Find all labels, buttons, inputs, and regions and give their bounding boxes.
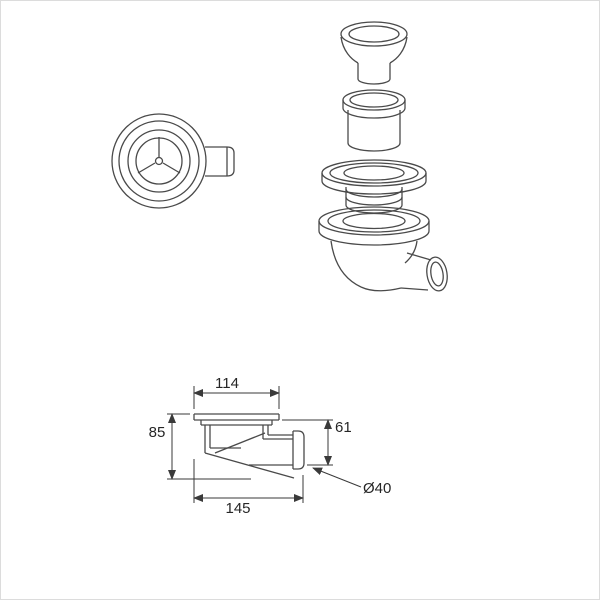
strainer-spokes	[137, 137, 181, 174]
top-view	[111, 113, 235, 209]
side-view	[193, 413, 305, 479]
dimension-length-bottom: 145	[193, 459, 304, 517]
outlet-spigot	[249, 430, 305, 470]
trap-body	[318, 206, 448, 292]
dimension-height-left: 85	[149, 413, 251, 480]
dimension-outlet-diameter: Ø40	[312, 467, 391, 497]
exploded-view	[318, 21, 448, 292]
inner-cylinder	[342, 89, 406, 152]
dim-label-height-right: 61	[335, 419, 352, 436]
threaded-collar	[321, 159, 427, 214]
side-outlet-plan	[205, 146, 235, 177]
dimensions: 114 85 61 145 Ø40	[149, 375, 392, 517]
dim-label-width-top: 114	[215, 375, 239, 392]
leader-line	[312, 467, 362, 488]
dimension-width-top: 114	[193, 375, 280, 409]
top-funnel	[340, 21, 408, 85]
side-body	[204, 425, 295, 479]
dimension-height-right: 61	[282, 419, 352, 466]
drain-rings	[111, 113, 207, 209]
dim-label-height-left: 85	[149, 424, 166, 441]
body-outlet	[400, 252, 448, 292]
dim-label-outlet-diameter: Ø40	[363, 480, 391, 497]
side-flange	[193, 413, 280, 426]
dim-label-length-bottom: 145	[225, 500, 250, 517]
